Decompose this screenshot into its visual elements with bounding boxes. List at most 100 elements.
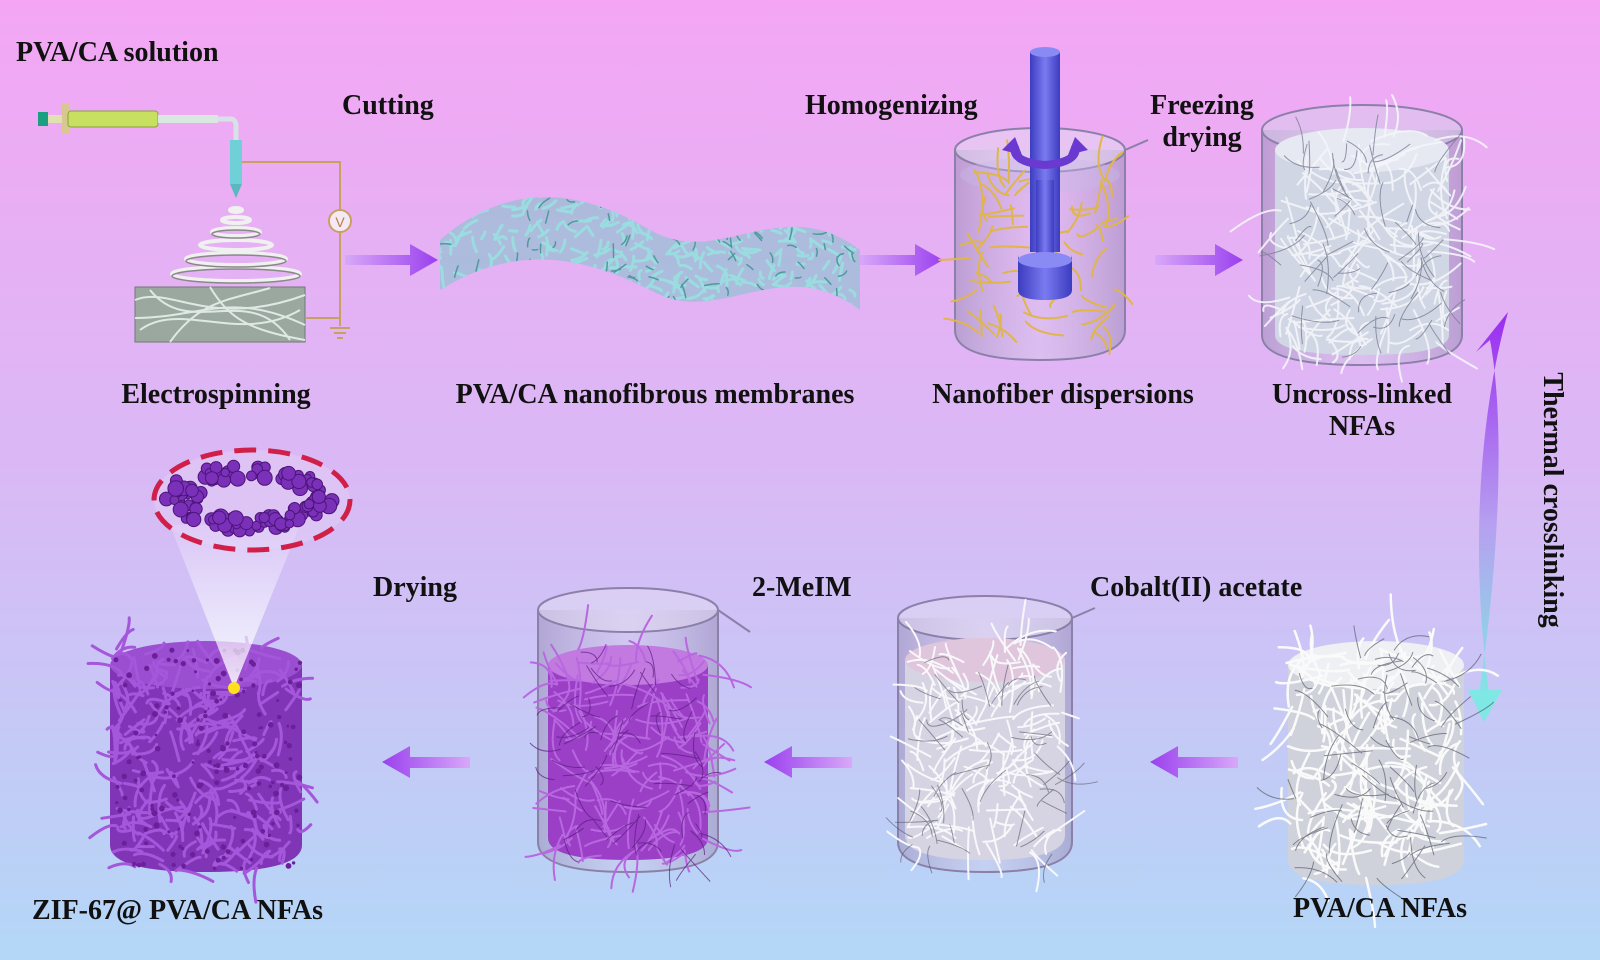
particle: [225, 741, 230, 746]
fiber-strand: [1060, 711, 1080, 720]
crystal-sphere: [212, 510, 227, 525]
fiber-strand: [702, 260, 714, 273]
fiber-strand: [812, 231, 828, 236]
fiber-strand: [989, 817, 1001, 864]
fiber-strand: [1434, 135, 1488, 149]
particle: [255, 768, 262, 774]
fiber-strand: [1365, 767, 1396, 791]
particle: [268, 784, 273, 789]
fiber-strand: [1415, 627, 1436, 663]
particle: [225, 849, 231, 854]
fiber-strand: [668, 844, 676, 888]
fiber-strand: [284, 687, 312, 701]
fiber-strand: [647, 762, 678, 769]
fiber-strand: [189, 776, 220, 802]
fiber-strand: [113, 680, 121, 699]
fiber-strand: [1295, 226, 1312, 242]
fiber-strand: [1364, 618, 1391, 660]
fiber-strand: [171, 685, 201, 700]
fiber-strand: [667, 249, 681, 256]
fiber-strand: [1418, 232, 1435, 278]
fiber-strand: [961, 706, 978, 729]
particle: [115, 801, 119, 805]
particle: [191, 689, 195, 693]
fiber-strand: [165, 818, 183, 825]
particle: [277, 714, 282, 720]
fiber-strand: [1432, 686, 1444, 726]
fiber-strand: [777, 250, 783, 267]
fiber-strand: [532, 807, 567, 813]
fiber-strand: [115, 628, 135, 651]
particle: [294, 667, 298, 671]
fiber-strand: [938, 719, 964, 738]
fiber-strand: [1332, 152, 1350, 199]
fiber-strand: [1056, 745, 1077, 782]
fiber-strand: [991, 655, 1021, 665]
fiber-strand: [1434, 700, 1462, 730]
fiber-strand: [1017, 717, 1046, 729]
fiber-strand: [199, 692, 215, 711]
fiber-strand: [1383, 99, 1389, 138]
fiber-strand: [1320, 754, 1342, 781]
fiber-strand: [1395, 258, 1423, 290]
fiber-strand: [123, 718, 146, 736]
fiber-strand: [636, 790, 670, 807]
fiber-strand: [1379, 765, 1411, 774]
particle: [153, 822, 160, 829]
fiber-strand: [1308, 189, 1361, 196]
label-cutting: Cutting: [342, 90, 434, 121]
fiber-strand: [246, 811, 274, 831]
fiber-strand: [804, 274, 818, 290]
fiber-strand: [563, 725, 597, 745]
fiber-strand: [1412, 782, 1435, 814]
fiber-strand: [245, 647, 282, 661]
particle: [297, 660, 303, 665]
fiber-strand: [990, 622, 1016, 662]
fiber-strand: [1287, 768, 1331, 788]
fiber-strand: [927, 758, 946, 808]
fiber-strand: [727, 252, 736, 261]
fiber-strand: [542, 651, 559, 685]
fiber-strand: [1388, 653, 1416, 672]
fiber-strand: [624, 683, 671, 710]
fiber-strand: [599, 218, 608, 228]
fiber-strand: [1342, 96, 1352, 143]
fiber-strand: [608, 669, 636, 687]
particle: [163, 710, 167, 714]
label-electrospinning: Electrospinning: [121, 379, 311, 410]
fiber-strand: [728, 251, 742, 261]
fiber-strand: [1006, 629, 1057, 649]
fiber-strand: [260, 636, 280, 650]
fiber-strand: [182, 720, 194, 744]
fiber-strand: [606, 661, 639, 667]
fiber-strand: [440, 264, 444, 280]
fiber-strand: [1030, 849, 1059, 877]
fiber-strand: [253, 669, 283, 678]
fiber-strand: [1376, 877, 1412, 905]
fiber-strand: [977, 251, 984, 292]
fiber-strand: [1358, 292, 1378, 313]
particle: [220, 670, 227, 677]
voltage-source-icon: V: [328, 209, 352, 233]
fiber-strand: [111, 747, 134, 766]
fiber-strand: [789, 270, 794, 281]
fiber-strand: [1066, 201, 1083, 234]
fiber-strand: [1380, 697, 1393, 733]
fiber-strand: [218, 708, 247, 724]
fiber-strand: [612, 719, 624, 753]
particle: [154, 745, 161, 752]
particle: [205, 658, 209, 662]
fiber-strand: [529, 218, 543, 233]
fiber-strand: [915, 682, 928, 721]
fiber-strand: [979, 309, 983, 338]
fiber-strand: [1316, 724, 1332, 760]
fiber-strand: [892, 683, 928, 692]
particle: [195, 741, 201, 747]
label-homogenizing: Homogenizing: [805, 90, 978, 121]
fiber-strand: [1308, 140, 1311, 174]
fiber-strand: [933, 771, 957, 798]
fiber-strand: [636, 222, 645, 236]
fiber-strand: [645, 265, 654, 271]
fiber-strand: [837, 252, 845, 258]
